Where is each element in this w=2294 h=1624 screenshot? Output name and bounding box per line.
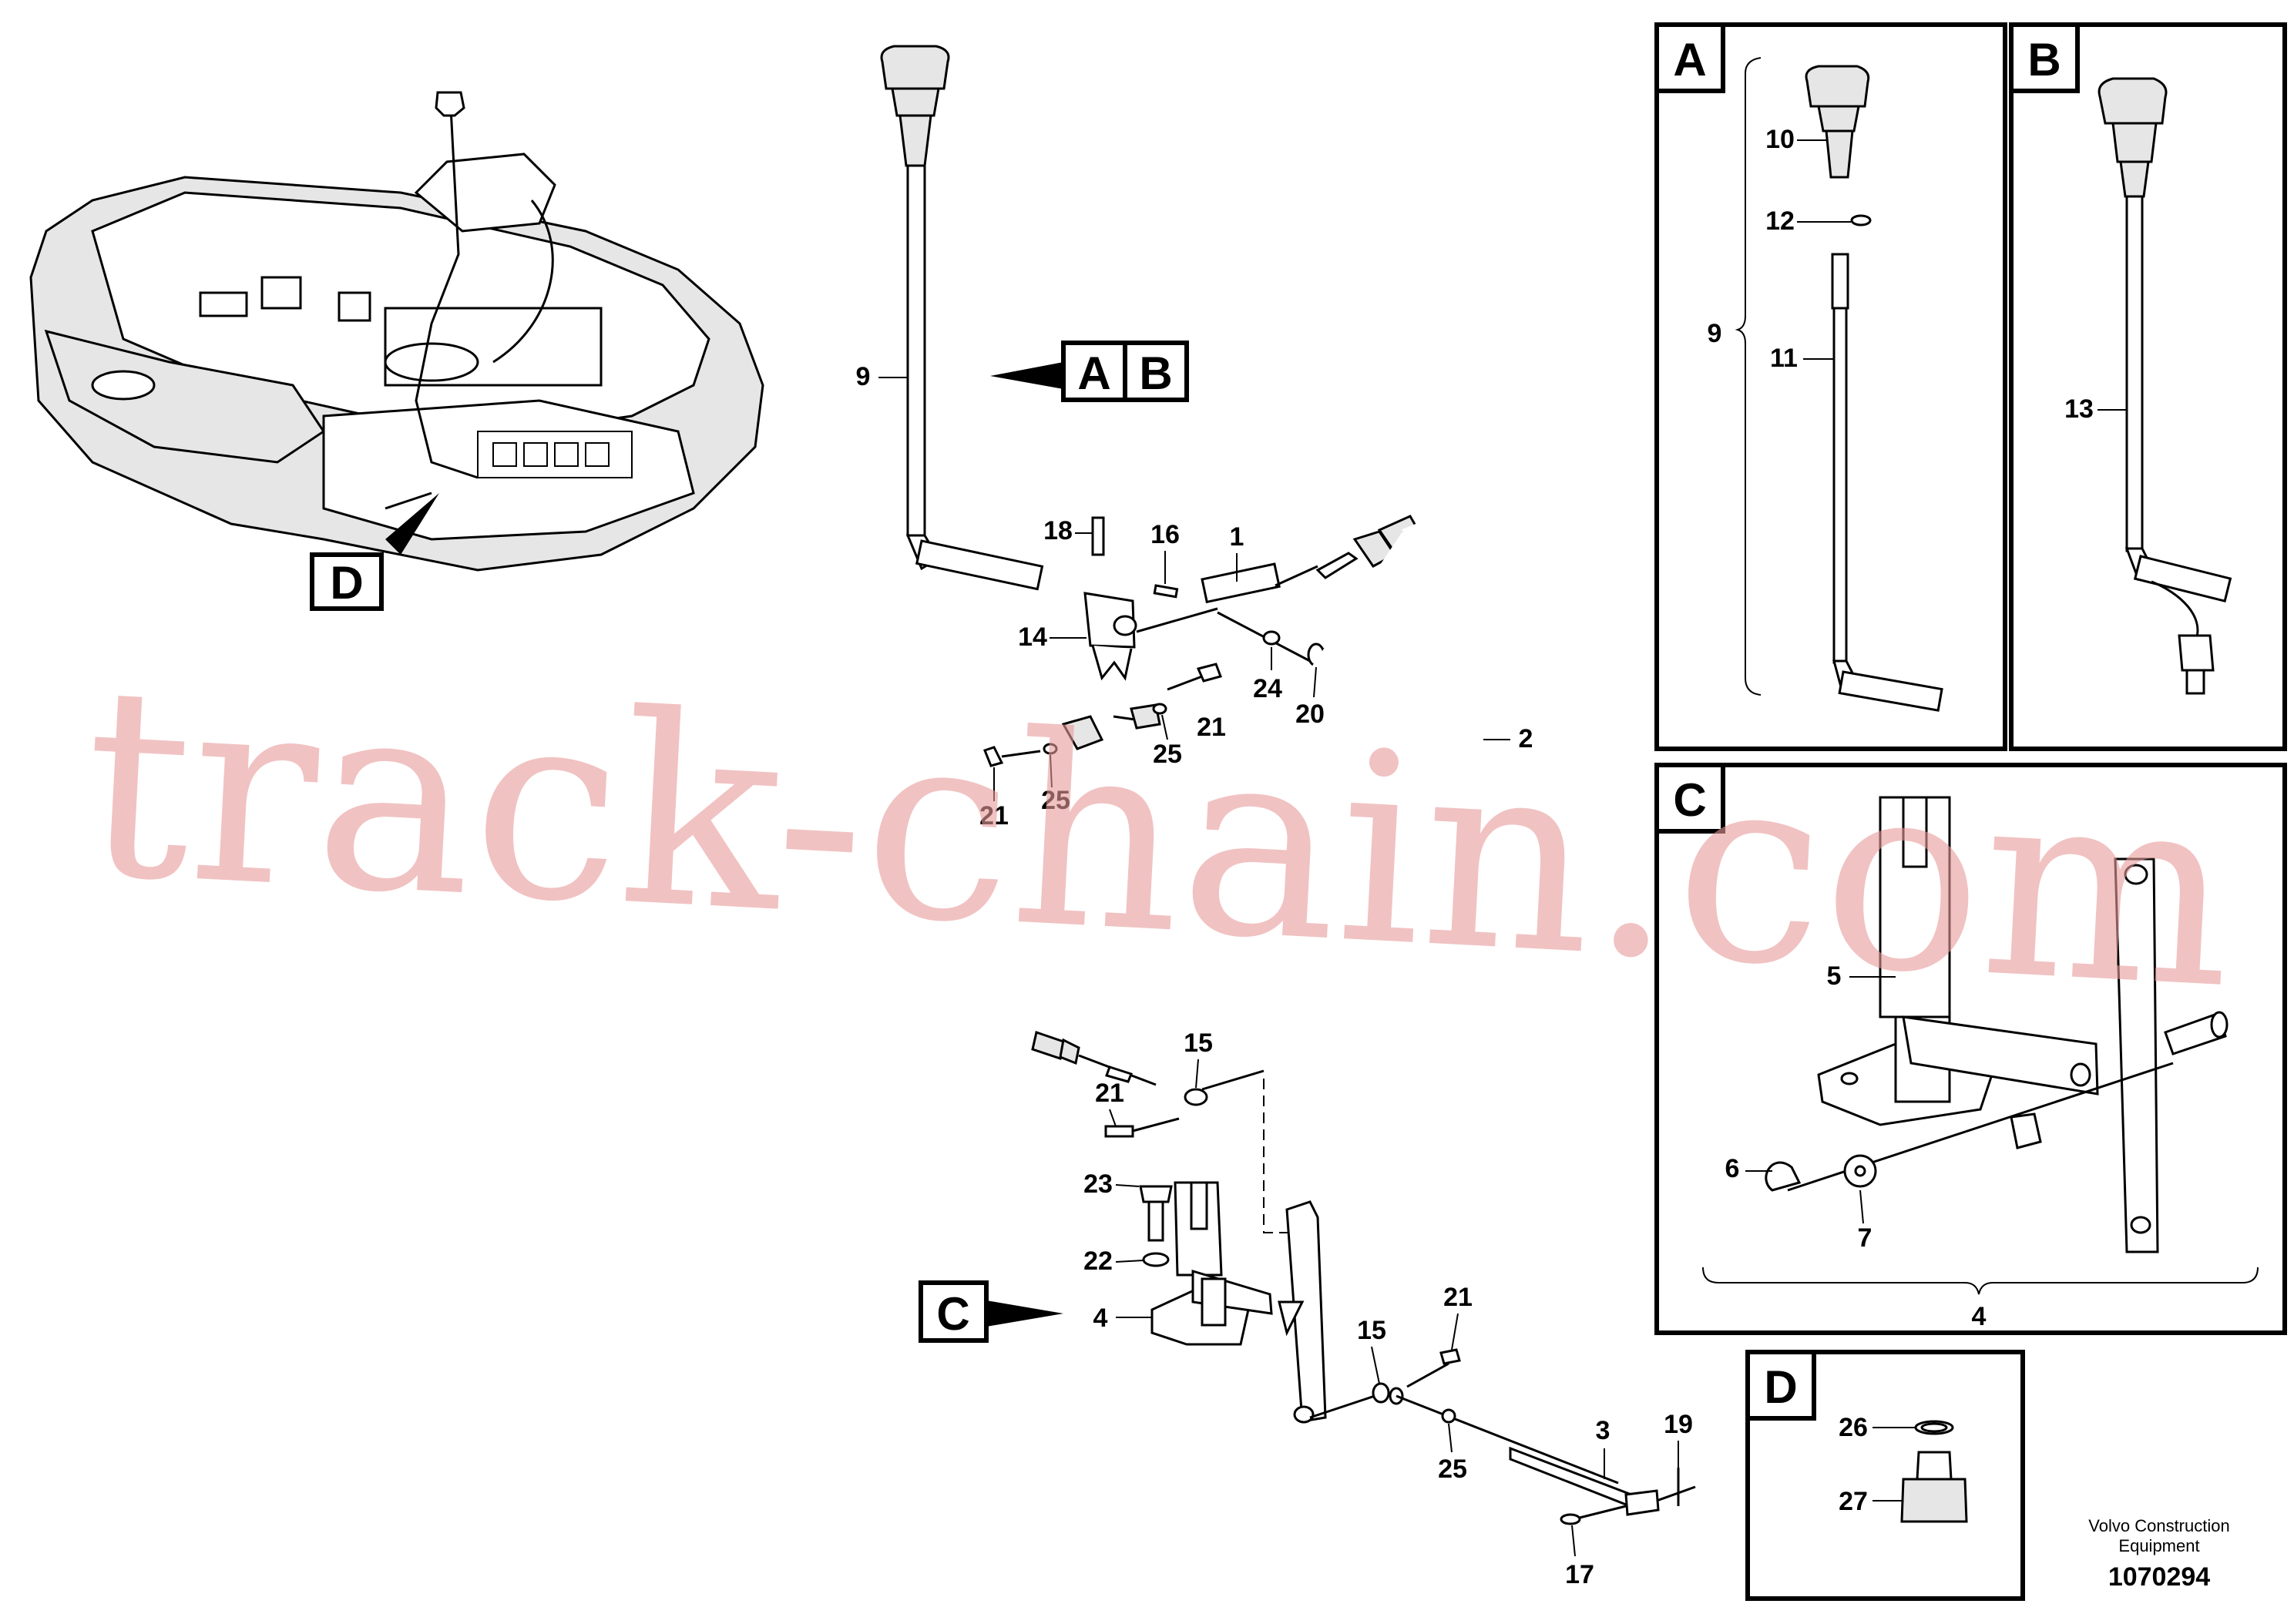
panel-c-label-6: 6 <box>1725 1154 1740 1183</box>
control-cable <box>981 491 1553 1138</box>
panel-b-label-13: 13 <box>2064 394 2094 424</box>
label-14: 14 <box>1018 622 1047 652</box>
label-21a: 21 <box>1197 713 1226 742</box>
panel-a-label-10: 10 <box>1765 125 1795 154</box>
label-17: 17 <box>1565 1560 1594 1589</box>
label-15b: 15 <box>1357 1316 1386 1345</box>
label-2: 2 <box>1519 724 1533 753</box>
panel-c-letter: C <box>1673 774 1706 826</box>
label-3: 3 <box>1596 1416 1611 1445</box>
detail-panel-c: C 5 6 7 4 <box>1654 763 2287 1335</box>
label-22: 22 <box>1083 1247 1113 1276</box>
panel-c-label-4: 4 <box>1972 1302 1987 1331</box>
rod-assembly <box>1309 1348 1696 1525</box>
footer-company-line2: Equipment <box>2118 1536 2199 1555</box>
callout-d-letter: D <box>330 557 363 609</box>
label-21b: 21 <box>979 801 1009 830</box>
callout-d: D <box>310 493 439 611</box>
label-21d: 21 <box>1443 1283 1473 1312</box>
label-21c: 21 <box>1095 1079 1124 1108</box>
lever-assembly <box>880 45 1044 591</box>
callout-c-letter: C <box>936 1288 969 1340</box>
panel-a-label-9: 9 <box>1708 319 1722 348</box>
detail-panel-a: A 10 12 9 11 <box>1654 22 2007 751</box>
panel-b-letter: B <box>2027 34 2061 86</box>
panel-c-label-5: 5 <box>1827 961 1842 991</box>
callout-c: C <box>919 1280 1063 1343</box>
panel-d-label-26: 26 <box>1839 1413 1868 1442</box>
label-16: 16 <box>1150 520 1180 549</box>
label-20: 20 <box>1295 700 1325 729</box>
footer-doc-number: 1070294 <box>2108 1562 2210 1592</box>
panel-d-label-27: 27 <box>1839 1487 1868 1516</box>
label-9: 9 <box>856 362 871 391</box>
panel-a-label-11: 11 <box>1770 344 1798 373</box>
main-part-labels: 9 18 16 1 14 24 20 21 25 21 25 2 15 21 2… <box>856 362 1693 1589</box>
label-19: 19 <box>1664 1410 1693 1439</box>
label-4: 4 <box>1093 1304 1108 1333</box>
label-23: 23 <box>1083 1169 1113 1199</box>
callout-ab-letter-a: A <box>1077 347 1110 399</box>
footer-company-line1: Volvo Construction <box>2088 1516 2229 1535</box>
label-1: 1 <box>1230 522 1244 552</box>
detail-panel-d: D 26 27 <box>1745 1350 2025 1601</box>
label-25a: 25 <box>1153 740 1182 769</box>
label-25c: 25 <box>1438 1455 1467 1484</box>
callout-ab-letter-b: B <box>1139 347 1172 399</box>
panel-c-label-7: 7 <box>1858 1223 1872 1253</box>
label-18: 18 <box>1043 516 1073 545</box>
upper-linkage <box>983 515 1428 767</box>
label-15a: 15 <box>1184 1028 1213 1058</box>
detail-panel-b: B 13 <box>2009 22 2287 751</box>
footer-block: Volvo Construction Equipment 1070294 <box>2088 1516 2229 1592</box>
panel-a-label-12: 12 <box>1765 206 1795 236</box>
lower-bracket <box>1139 1181 1327 1424</box>
label-25b: 25 <box>1041 786 1070 815</box>
label-24: 24 <box>1253 674 1282 703</box>
panel-d-letter: D <box>1764 1361 1797 1413</box>
machine-overview-illustration <box>29 91 764 572</box>
panel-a-letter: A <box>1673 34 1706 86</box>
callout-ab: A B <box>990 341 1189 402</box>
